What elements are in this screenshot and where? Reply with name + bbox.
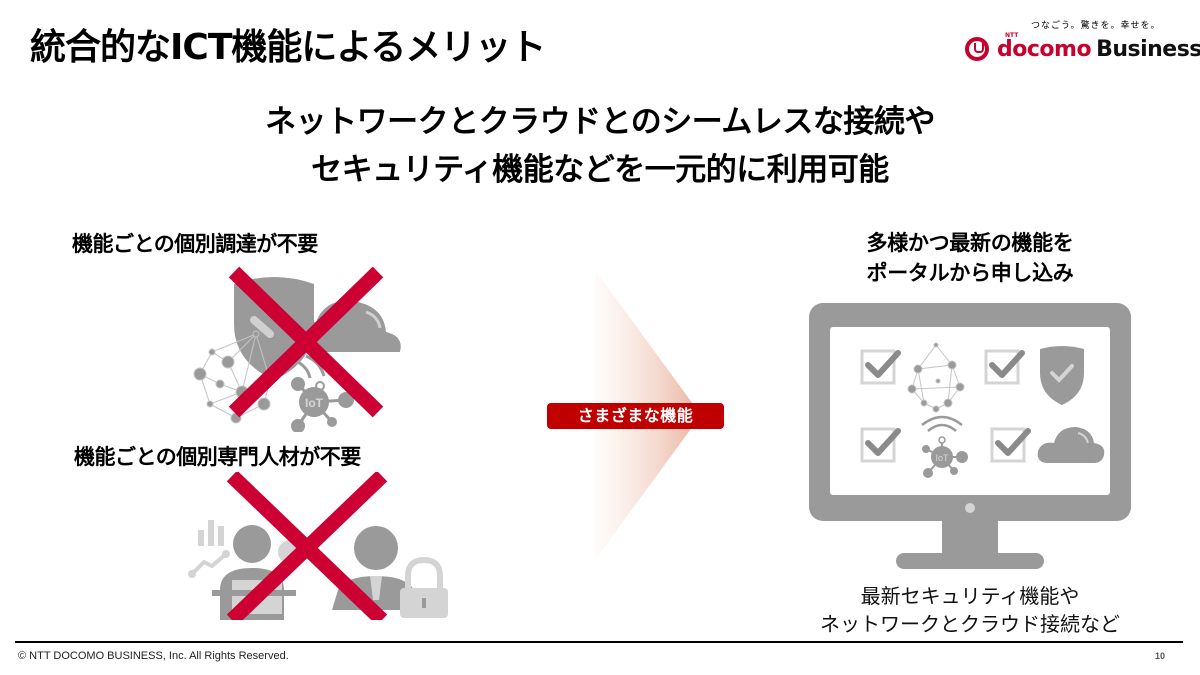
iot-icon: IoT <box>921 415 968 478</box>
right-heading-line-2: ポータルから申し込み <box>866 261 1074 285</box>
svg-text:IoT: IoT <box>935 453 949 463</box>
right-caption-line-2: ネットワークとクラウド接続など <box>820 612 1120 636</box>
checkbox-icon <box>860 427 901 463</box>
right-caption: 最新セキュリティ機能や ネットワークとクラウド接続など <box>780 582 1160 638</box>
checkbox-icon <box>984 349 1025 385</box>
checkbox-icon <box>860 349 901 385</box>
slide-title: 統合的なICT機能によるメリット <box>30 27 546 68</box>
network-mesh-icon <box>907 342 965 413</box>
padlock-icon <box>400 556 448 618</box>
cloud-icon <box>1037 427 1105 463</box>
left-item2-label: 機能ごとの個別専門人材が不要 <box>74 445 361 469</box>
cross-mark-icon <box>228 266 384 418</box>
cross-mark-icon <box>226 470 388 626</box>
portal-monitor-illustration: IoT <box>806 303 1136 577</box>
logo-brand: NTT docomo Business <box>965 32 1200 66</box>
headline-line-2: セキュリティ機能などを一元的に利用可能 <box>311 152 889 188</box>
right-heading: 多様かつ最新の機能を ポータルから申し込み <box>800 228 1140 288</box>
docomo-business-logo: つなごう。驚きを。幸せを。 NTT docomo Business <box>965 18 1200 70</box>
left-item1-label: 機能ごとの個別調達が不要 <box>72 232 318 256</box>
headline: ネットワークとクラウドとのシームレスな接続や セキュリティ機能などを一元的に利用… <box>0 98 1200 194</box>
headline-line-1: ネットワークとクラウドとのシームレスな接続や <box>265 104 935 140</box>
page-number: 10 <box>1155 651 1166 661</box>
shield-check-icon <box>1040 346 1084 405</box>
chart-icon <box>188 520 230 578</box>
footer-divider <box>15 641 1183 643</box>
docomo-mark-icon <box>965 37 989 61</box>
right-heading-line-1: 多様かつ最新の機能を <box>866 231 1074 255</box>
copyright: © NTT DOCOMO BUSINESS, Inc. All Rights R… <box>18 650 289 662</box>
logo-ntt: NTT <box>1005 32 1019 39</box>
checkbox-icon <box>990 427 1031 463</box>
iot-icon: IoT <box>291 354 354 433</box>
various-functions-badge: さまざまな機能 <box>547 403 724 429</box>
logo-docomo: docomo <box>997 36 1092 62</box>
procurement-icons-crossed: IoT <box>186 262 416 433</box>
right-caption-line-1: 最新セキュリティ機能や <box>860 584 1080 608</box>
specialists-icons-crossed <box>186 470 450 626</box>
logo-tagline: つなごう。驚きを。幸せを。 <box>1031 21 1161 31</box>
svg-text:IoT: IoT <box>305 396 324 410</box>
logo-business: Business <box>1096 36 1200 62</box>
